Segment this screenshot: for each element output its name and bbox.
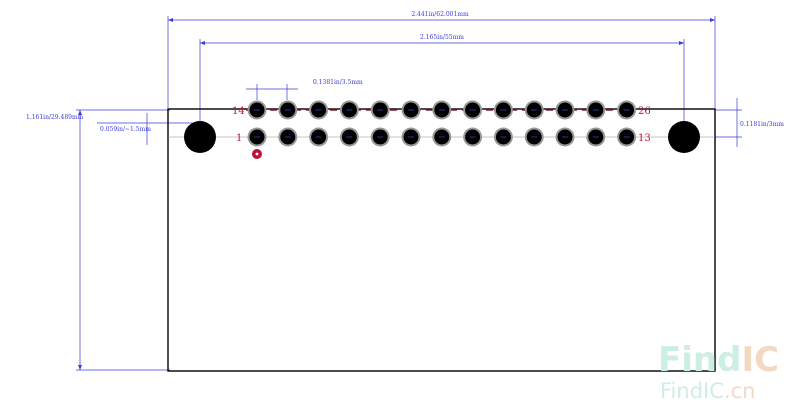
dim-row-pitch-label: 0.1181in/3mm bbox=[740, 121, 784, 128]
dim-hole-offset-label: 0.059in/~1.5mm bbox=[100, 126, 151, 133]
dim-body-height-label: 1.161in/29.489mm bbox=[26, 114, 84, 121]
watermark-url-right: .cn bbox=[724, 379, 756, 403]
dim-overall-width-label: 2.441in/62.001mm bbox=[411, 11, 469, 18]
findic-watermark: FindIC FindIC.cn bbox=[658, 340, 779, 403]
svg-text:FindIC: FindIC bbox=[658, 340, 779, 380]
watermark-logo-right: IC bbox=[741, 340, 779, 380]
dimension-lines bbox=[76, 16, 742, 371]
watermark-logo-left: Find bbox=[658, 340, 741, 380]
dim-arrowheads bbox=[78, 18, 715, 370]
pin-label-bottom-last: 13 bbox=[638, 133, 651, 144]
dim-pitch-label: 0.1381in/3.5mm bbox=[313, 79, 363, 86]
pin-label-top-first: 14 bbox=[232, 106, 245, 117]
watermark-url-left: FindIC bbox=[660, 379, 724, 403]
svg-text:FindIC.cn: FindIC.cn bbox=[660, 379, 755, 403]
dim-pin-span-label: 2.165in/55mm bbox=[420, 34, 464, 41]
pin-label-bottom-first: 1 bbox=[236, 133, 242, 144]
mounting-hole-right bbox=[668, 121, 700, 153]
pad-array bbox=[247, 100, 637, 147]
pin-label-top-last: 26 bbox=[638, 106, 651, 117]
pin1-marker-dot bbox=[255, 152, 259, 156]
mounting-hole-left bbox=[184, 121, 216, 153]
body-outline bbox=[167, 108, 716, 372]
